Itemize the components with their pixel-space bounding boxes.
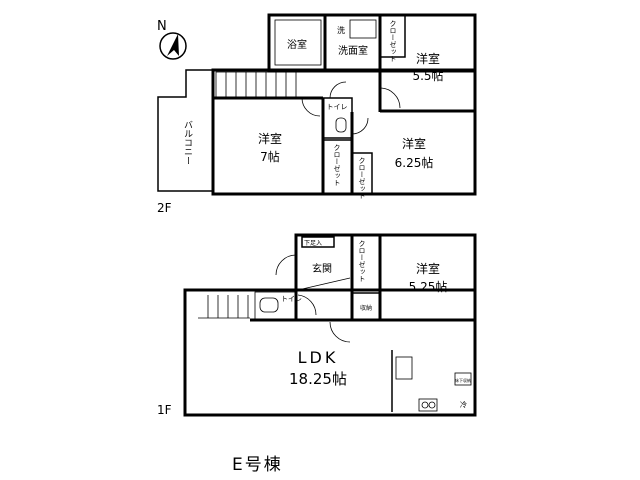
floor2-label: 2F	[157, 201, 172, 215]
closet-label: クローゼット	[389, 20, 397, 62]
building-label: E号棟	[232, 455, 283, 475]
storage-label: 収納	[360, 304, 372, 312]
wash-mark: 洗	[337, 25, 345, 35]
washroom-label: 洗面室	[338, 44, 368, 57]
room-size: 7帖	[260, 149, 280, 164]
room-size: 6.25帖	[395, 155, 434, 170]
room-name: 洋室	[416, 51, 440, 66]
fridge-label: 冷	[460, 400, 467, 409]
closet-label: クローゼット	[358, 157, 366, 199]
north-label: N	[157, 19, 167, 34]
toilet-label: トイレ	[281, 295, 302, 303]
room-size: 5.25帖	[409, 279, 448, 294]
room-size: 5.5帖	[412, 68, 443, 83]
room-name: 洋室	[416, 261, 440, 276]
toilet-label: トイレ	[327, 103, 348, 111]
floor1-label: 1F	[157, 403, 172, 417]
underfloor-storage-label: 床下収納	[455, 377, 471, 383]
bath-label: 浴室	[287, 38, 307, 51]
stairs-1f	[198, 295, 250, 319]
floor1-plan: 下足入 玄関 クローゼット 洋室 5.25帖 収納 トイレ LDK 18.25帖…	[157, 233, 477, 417]
stairs-2f	[215, 71, 297, 98]
ldk-size: 18.25帖	[289, 370, 347, 388]
closet-label: クローゼット	[358, 240, 366, 282]
entrance-label: 玄関	[312, 262, 332, 275]
closet-label: クローゼット	[333, 144, 341, 186]
balcony-label: バルコニー	[182, 120, 193, 165]
compass-icon: N	[157, 19, 187, 60]
room-name: 洋室	[258, 131, 282, 146]
room-name: 洋室	[402, 136, 426, 151]
ldk-name: LDK	[298, 348, 339, 367]
floor2-plan: 浴室 洗 洗面室 クローゼット 洋室 5.5帖 トイレ 洋室 7帖 クローゼット…	[157, 13, 477, 215]
shoe-storage-label: 下足入	[304, 240, 322, 247]
